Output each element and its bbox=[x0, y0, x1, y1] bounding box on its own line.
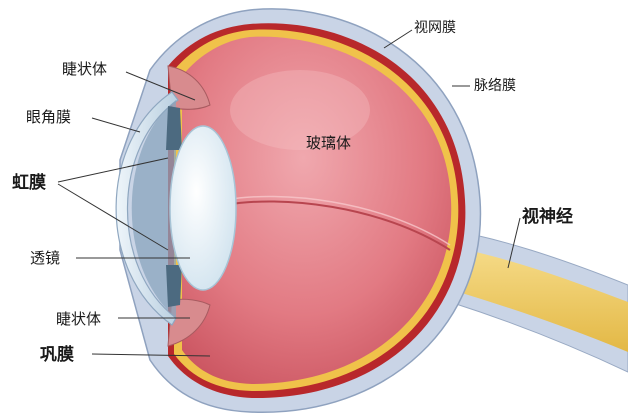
vitreous-body bbox=[182, 36, 452, 384]
label-retina: 视网膜 bbox=[414, 20, 456, 36]
optic-nerve-core bbox=[448, 246, 628, 352]
vitreous-fold bbox=[225, 200, 451, 251]
leader-ciliary-top bbox=[125, 71, 196, 101]
label-iris: 虹膜 bbox=[12, 172, 46, 193]
label-ciliary-top: 睫状体 bbox=[62, 60, 107, 78]
leader-iris-2 bbox=[57, 183, 169, 251]
anterior-chamber bbox=[131, 100, 176, 318]
leader-iris-1 bbox=[57, 157, 169, 183]
label-optic-nerve: 视神经 bbox=[522, 206, 573, 227]
vitreous-fold-light bbox=[225, 195, 451, 246]
vitreous-sheen bbox=[230, 70, 370, 150]
label-choroid: 脉络膜 bbox=[474, 78, 516, 94]
leader-optic-nerve bbox=[507, 217, 521, 269]
label-sclera: 巩膜 bbox=[40, 344, 74, 365]
ciliary-body-bottom bbox=[167, 298, 211, 347]
label-vitreous: 玻璃体 bbox=[306, 134, 351, 152]
ciliary-body-top bbox=[167, 65, 211, 110]
iris-top bbox=[166, 106, 182, 150]
iris-bottom bbox=[166, 265, 182, 307]
leader-cornea bbox=[91, 117, 141, 133]
label-cornea: 眼角膜 bbox=[26, 108, 71, 126]
cornea-layer bbox=[115, 91, 179, 326]
lens bbox=[169, 125, 237, 291]
label-lens: 透镜 bbox=[30, 249, 60, 267]
leader-retina bbox=[383, 29, 413, 49]
label-ciliary-bottom: 睫状体 bbox=[56, 310, 101, 328]
leader-sclera bbox=[91, 353, 211, 357]
